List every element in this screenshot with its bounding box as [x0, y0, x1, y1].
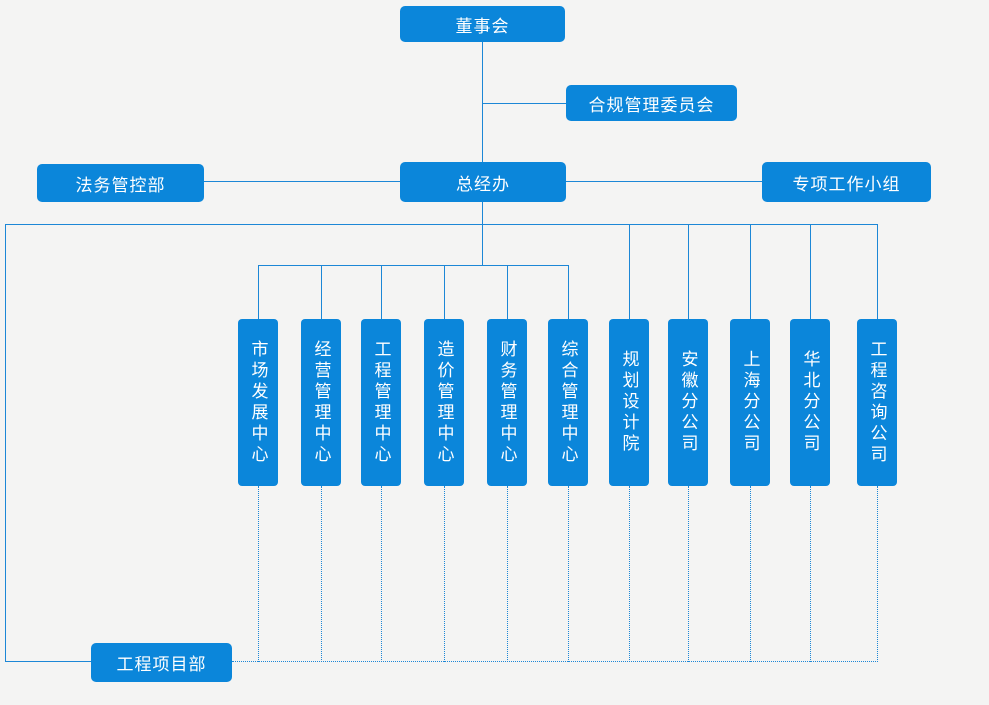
dotted-line-finance-management [507, 486, 508, 662]
connector-left-vertical [5, 224, 6, 662]
node-cost-management-center-label: 造价管理中心 [434, 339, 454, 466]
node-special-task-group-label: 专项工作小组 [792, 174, 901, 194]
dotted-line-engineering-consulting [877, 486, 878, 662]
node-finance-management-center: 财务管理中心 [487, 319, 527, 486]
node-anhui-branch: 安徽分公司 [668, 319, 708, 486]
dotted-line-anhui-branch [688, 486, 689, 662]
dotted-line-project-dept-horizontal [232, 661, 878, 662]
connector-stub-anhui-branch [688, 225, 689, 319]
connector-stub-cost-management [444, 266, 445, 319]
node-operation-management-center: 经营管理中心 [301, 319, 341, 486]
node-engineering-project-dept: 工程项目部 [91, 643, 232, 682]
node-board-of-directors-label: 董事会 [455, 16, 510, 36]
connector-gm-office-to-special-group [566, 181, 762, 182]
node-operation-management-center-label: 经营管理中心 [311, 339, 331, 466]
node-engineering-management-center: 工程管理中心 [361, 319, 401, 486]
node-anhui-branch-label: 安徽分公司 [678, 350, 698, 455]
connector-compliance-branch [482, 103, 566, 104]
node-compliance-committee: 合规管理委员会 [566, 85, 737, 121]
connector-board-to-gm-office [482, 42, 483, 163]
connector-center-branch [258, 265, 569, 266]
connector-stub-operation-management [321, 266, 322, 319]
dotted-line-planning-design [629, 486, 630, 662]
node-shanghai-branch: 上海分公司 [730, 319, 770, 486]
node-market-development-center-label: 市场发展中心 [248, 339, 268, 466]
connector-stub-shanghai-branch [750, 225, 751, 319]
node-shanghai-branch-label: 上海分公司 [740, 350, 760, 455]
node-planning-design-institute-label: 规划设计院 [619, 350, 639, 455]
dotted-line-operation-management [321, 486, 322, 662]
connector-legal-to-gm-office [204, 181, 400, 182]
node-compliance-committee-label: 合规管理委员会 [588, 95, 715, 115]
node-finance-management-center-label: 财务管理中心 [497, 339, 517, 466]
dotted-line-general-management [568, 486, 569, 662]
node-north-china-branch-label: 华北分公司 [800, 350, 820, 455]
node-north-china-branch: 华北分公司 [790, 319, 830, 486]
connector-stub-general-management [568, 266, 569, 319]
dotted-line-engineering-management [381, 486, 382, 662]
dotted-line-market-development [258, 486, 259, 662]
connector-stub-planning-design [629, 225, 630, 319]
connector-stub-engineering-consulting [877, 225, 878, 319]
dotted-line-cost-management [444, 486, 445, 662]
node-planning-design-institute: 规划设计院 [609, 319, 649, 486]
node-cost-management-center: 造价管理中心 [424, 319, 464, 486]
connector-stub-finance-management [507, 266, 508, 319]
node-market-development-center: 市场发展中心 [238, 319, 278, 486]
dotted-line-shanghai-branch [750, 486, 751, 662]
connector-stub-market-development [258, 266, 259, 319]
node-engineering-management-center-label: 工程管理中心 [371, 339, 391, 466]
node-gm-office: 总经办 [400, 162, 566, 202]
node-engineering-consulting-company-label: 工程咨询公司 [867, 339, 887, 466]
connector-main-horizontal [5, 224, 878, 225]
node-legal-control-dept-label: 法务管控部 [75, 175, 166, 195]
node-engineering-consulting-company: 工程咨询公司 [857, 319, 897, 486]
connector-stub-north-china-branch [810, 225, 811, 319]
node-general-management-center: 综合管理中心 [548, 319, 588, 486]
node-board-of-directors: 董事会 [400, 6, 565, 42]
dotted-line-north-china-branch [810, 486, 811, 662]
connector-stub-engineering-management [381, 266, 382, 319]
node-legal-control-dept: 法务管控部 [37, 164, 204, 202]
connector-gm-office-down [482, 202, 483, 266]
node-general-management-center-label: 综合管理中心 [558, 339, 578, 466]
connector-to-project-dept [5, 661, 91, 662]
node-special-task-group: 专项工作小组 [762, 162, 931, 202]
node-gm-office-label: 总经办 [456, 174, 510, 194]
node-engineering-project-dept-label: 工程项目部 [116, 655, 207, 674]
